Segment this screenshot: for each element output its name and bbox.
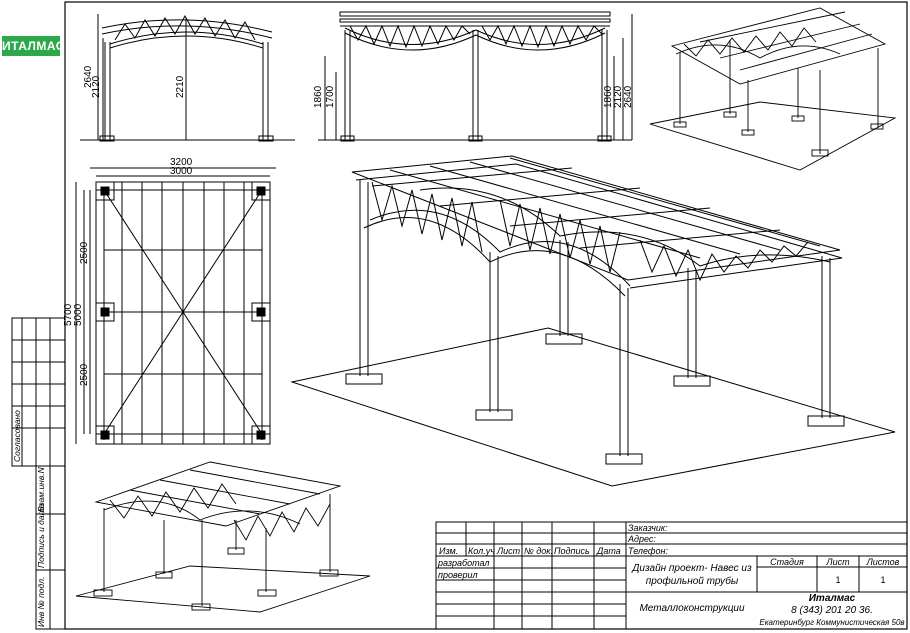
dim-plan-width-total: 3200 bbox=[170, 157, 193, 168]
dim-plan-span-upper: 2500 bbox=[79, 241, 90, 264]
perspective-top-right bbox=[649, 7, 897, 171]
dim-plan-length-inner: 5000 bbox=[73, 303, 84, 326]
dim-front-mid: 2210 bbox=[175, 75, 186, 98]
perspective-main bbox=[290, 155, 896, 487]
company-name: Италмас bbox=[808, 593, 856, 604]
col-sheet: Лист bbox=[497, 546, 521, 556]
sheet-frame bbox=[64, 1, 908, 630]
sheets-value: 1 bbox=[880, 575, 886, 585]
company-address: Екатеринбург Коммунистическая 50в bbox=[759, 618, 905, 627]
developed-label: разработал bbox=[438, 558, 490, 568]
dim-front-side: 2120 bbox=[91, 75, 102, 98]
stage-label: Стадия bbox=[770, 557, 804, 567]
checked-label: проверил bbox=[438, 570, 478, 580]
stamp-inv-orig: Инв № подл. bbox=[36, 576, 46, 627]
plan-view bbox=[75, 167, 276, 445]
dim-side-left-b: 1700 bbox=[325, 85, 336, 108]
dim-side-right-c: 2640 bbox=[623, 85, 634, 108]
brand-logo: ИТАЛМАС bbox=[2, 36, 64, 56]
project-title-line2: профильной трубы bbox=[645, 576, 739, 587]
phone-label: Телефон: bbox=[628, 546, 668, 556]
col-qty: Кол.уч bbox=[468, 546, 495, 556]
side-stamp-grid bbox=[11, 317, 66, 630]
address-label: Адрес: bbox=[628, 534, 656, 544]
side-elevation bbox=[318, 11, 633, 142]
col-date: Дата bbox=[597, 546, 621, 556]
perspective-bottom-left bbox=[75, 461, 371, 613]
project-title-line1: Дизайн проект- Навес из bbox=[632, 563, 752, 574]
stamp-sign-date: Подпись и дата bbox=[36, 503, 46, 568]
section-name: Металлоконструкции bbox=[639, 603, 745, 614]
company-phone: 8 (343) 201 20 36. bbox=[791, 605, 873, 616]
col-change: Изм. bbox=[439, 546, 459, 556]
title-block-grid bbox=[435, 521, 908, 630]
sheets-label: Листов bbox=[866, 557, 900, 567]
front-elevation bbox=[80, 14, 295, 142]
sheet-label: Лист bbox=[826, 557, 850, 567]
dim-plan-span-lower: 2500 bbox=[79, 363, 90, 386]
dim-plan-width-inner: 3000 bbox=[170, 166, 193, 177]
stamp-agreed: Согласовано bbox=[12, 410, 22, 462]
col-doc: № док. bbox=[524, 546, 553, 556]
col-sign: Подпись bbox=[554, 546, 590, 556]
sheet-value: 1 bbox=[835, 575, 841, 585]
dim-side-left-a: 1860 bbox=[313, 85, 324, 108]
customer-label: Заказчик: bbox=[628, 523, 668, 533]
